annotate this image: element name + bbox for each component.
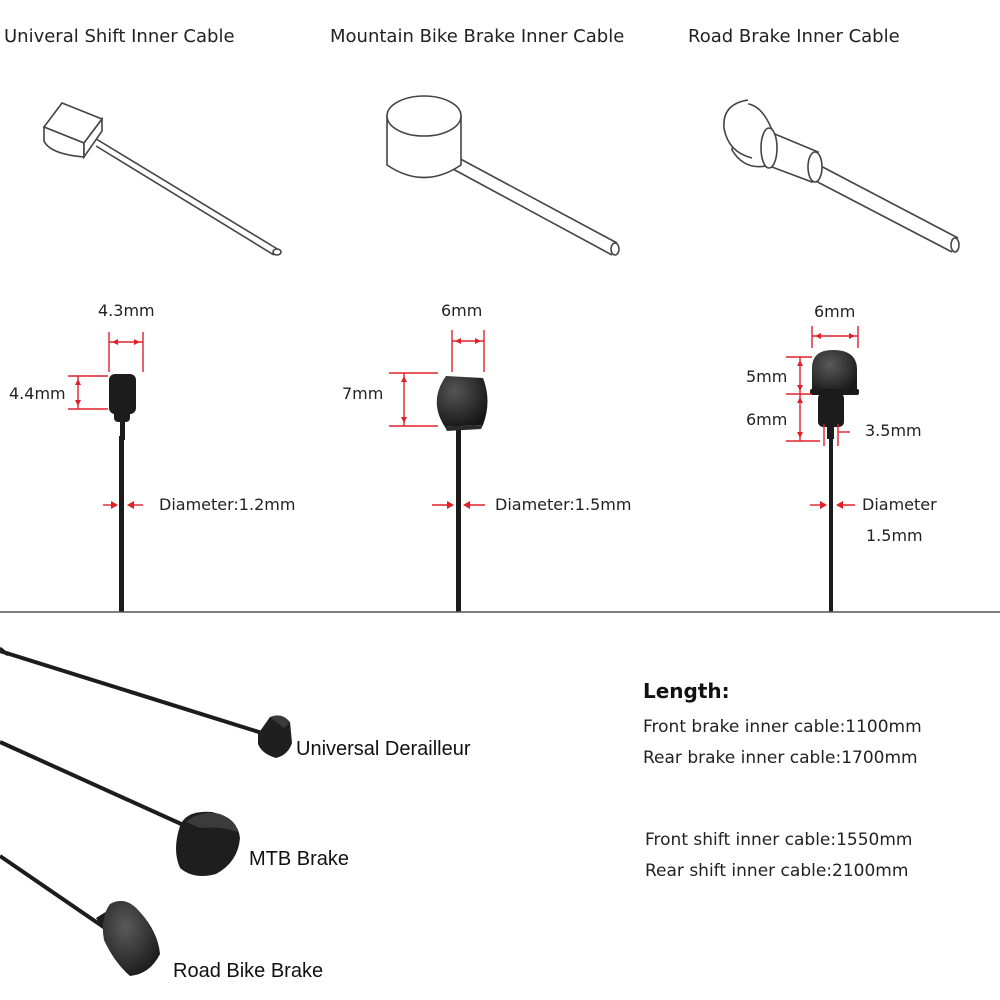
road-cable-drawing [723, 99, 960, 253]
derailleur-cable-photo [0, 646, 292, 758]
road-neck-height-label: 6mm [746, 410, 788, 429]
road-diameter-label: Diameter [862, 495, 937, 514]
mtb-diameter-label: Diameter:1.5mm [495, 495, 632, 514]
road-cable-title: Road Brake Inner Cable [688, 26, 900, 47]
shift-cable-drawing [42, 102, 282, 256]
shift-head-height-label: 4.4mm [9, 384, 66, 403]
rear-shift-length: Rear shift inner cable:2100mm [645, 861, 909, 881]
shift-dimension-diagram [68, 332, 144, 612]
mtb-cable-drawing [386, 95, 620, 256]
road-head-width-label: 6mm [814, 302, 856, 321]
front-shift-length: Front shift inner cable:1550mm [645, 830, 913, 850]
road-neck-width-label: 3.5mm [865, 421, 922, 440]
mtb-cable-photo [0, 740, 240, 876]
front-brake-length: Front brake inner cable:1100mm [643, 717, 922, 737]
shift-head-width-label: 4.3mm [98, 301, 155, 320]
road-cap-height-label: 5mm [746, 367, 788, 386]
mtb-cable-title: Mountain Bike Brake Inner Cable [330, 26, 625, 47]
mtb-brake-cable-label: MTB Brake [249, 848, 350, 870]
shift-cable-title: Univeral Shift Inner Cable [4, 26, 235, 47]
road-dimension-diagram [786, 326, 859, 612]
road-diameter-value: 1.5mm [866, 526, 923, 545]
shift-diameter-label: Diameter:1.2mm [159, 495, 296, 514]
mtb-head-width-label: 6mm [441, 301, 483, 320]
rear-brake-length: Rear brake inner cable:1700mm [643, 748, 918, 768]
derailleur-cable-label: Universal Derailleur [296, 738, 471, 760]
road-cable-photo [0, 854, 160, 976]
road-brake-cable-label: Road Bike Brake [173, 960, 324, 982]
mtb-head-height-label: 7mm [342, 384, 384, 403]
mtb-dimension-diagram [389, 330, 488, 612]
length-heading: Length: [643, 679, 730, 703]
